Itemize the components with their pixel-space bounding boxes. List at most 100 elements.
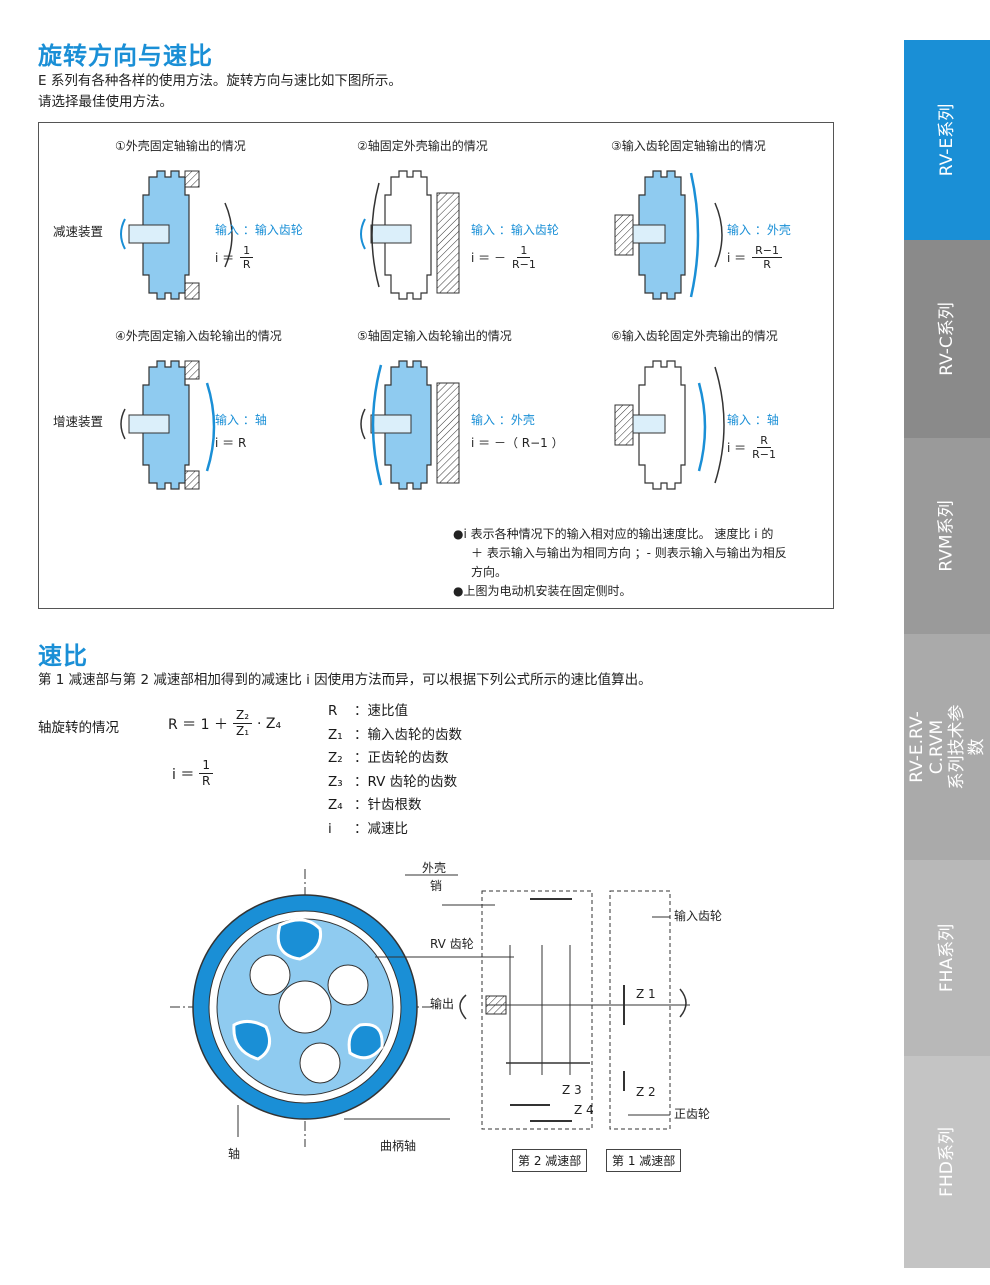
frac-num: 1: [240, 244, 254, 258]
legend-key: Z₁: [328, 726, 343, 743]
diagram-notes: ●i 表示各种情况下的输入相对应的输出速度比。 速度比 i 的 ＋ 表示输入与输…: [453, 525, 833, 601]
sidebar-tab-fha[interactable]: FHA系列: [904, 860, 990, 1056]
sidebar-tab-rv-e[interactable]: RV-E系列: [904, 40, 990, 240]
eq-r-prefix: R ＝ 1 ＋: [168, 716, 228, 733]
label-stage-2: 第 2 减速部: [512, 1149, 588, 1172]
legend-key: Z₂: [328, 750, 343, 766]
legend-value: ：输入齿轮的齿数: [354, 726, 462, 743]
legend-value: ：针齿根数: [354, 797, 422, 813]
frac-num: R−1: [752, 244, 783, 258]
eq-i-prefix: i ＝: [172, 766, 195, 783]
i-prefix: i ＝: [215, 251, 235, 265]
i-prefix: i ＝ －: [471, 251, 506, 265]
i-prefix: i ＝ －（ R−1 ）: [471, 436, 564, 450]
label-input-gear: 输入齿轮: [674, 909, 723, 923]
label-z4: Z 4: [574, 1103, 594, 1117]
eq-i-den: R: [201, 774, 211, 788]
note-1-line-3: 方向。: [471, 565, 508, 579]
legend-value: ：RV 齿轮的齿数: [354, 773, 458, 790]
section-desc-2: 请选择最佳使用方法。: [38, 94, 173, 110]
frac-den: R−1: [752, 448, 777, 461]
gear-structure-figure: 外壳 销 RV 齿轮 输出 轴 曲柄轴 输入齿轮 正齿轮 Z 1 Z 2 Z 3…: [150, 855, 750, 1185]
sidebar-tab-fhd[interactable]: FHD系列: [904, 1056, 990, 1268]
sidebar-tab-rvm[interactable]: RVM系列: [904, 438, 990, 634]
case-title: ②轴固定外壳输出的情况: [357, 139, 488, 153]
sidebar-tab-label: RVM系列: [937, 500, 957, 572]
case-title: ①外壳固定轴输出的情况: [115, 139, 246, 153]
reducer-diagram: [120, 170, 233, 300]
frac-den: R: [242, 258, 251, 271]
note-1-line-2: ＋ 表示输入与输出为相同方向 ；- 则表示输入与输出为相反: [471, 546, 787, 560]
legend-key: i: [328, 820, 332, 837]
case-4: ④外壳固定输入齿轮输出的情况 输入 ：轴 i ＝ R: [115, 327, 365, 507]
label-z2: Z 2: [636, 1085, 656, 1099]
legend-key: Z₄: [328, 797, 343, 813]
label-crankshaft: 曲柄轴: [380, 1139, 417, 1153]
label-housing: 外壳: [422, 861, 447, 875]
legend-row: R：速比值: [328, 700, 462, 724]
case-title: ④外壳固定输入齿轮输出的情况: [115, 329, 282, 343]
label-spur-gear: 正齿轮: [674, 1107, 711, 1121]
symbol-legend: R：速比值 Z₁ ：输入齿轮的齿数 Z₂ ：正齿轮的齿数 Z₃ ：RV 齿轮的齿数 Z…: [328, 700, 462, 841]
eq-r-suffix: · Z₄: [257, 715, 282, 732]
section-title-rotation: 旋转方向与速比: [38, 42, 213, 70]
label-output: 输出: [430, 997, 455, 1011]
label-stage-1: 第 1 减速部: [606, 1149, 682, 1172]
legend-row: i ：减速比: [328, 818, 462, 842]
legend-key: R: [328, 703, 338, 719]
case-title: ⑤轴固定输入齿轮输出的情况: [357, 329, 512, 343]
input-label: 输入 ：外壳: [727, 223, 791, 237]
sidebar-tab-label: RV-E.RV-C.RVM 系列技术参数: [907, 704, 987, 790]
reducer-diagram: [614, 360, 725, 490]
frac-den: R: [763, 258, 771, 271]
legend-row: Z₁ ：输入齿轮的齿数: [328, 724, 462, 748]
legend-value: ：正齿轮的齿数: [354, 750, 449, 766]
eq-r-den: Z₁: [236, 724, 250, 738]
input-label: 输入 ：外壳: [471, 413, 535, 427]
input-label: 输入 ：轴: [215, 413, 267, 427]
legend-row: Z₂ ：正齿轮的齿数: [328, 747, 462, 771]
eq-i-num: 1: [199, 758, 213, 774]
note-2: ●上图为电动机安装在固定侧时。: [453, 584, 632, 598]
legend-value: ：减速比: [354, 820, 408, 837]
label-z3: Z 3: [562, 1083, 582, 1097]
i-prefix: i ＝: [727, 251, 747, 265]
section-desc-ratio: 第 1 减速部与第 2 减速部相加得到的减速比 i 因使用方法而异，可以根据下列…: [38, 672, 652, 688]
case-title: ③输入齿轮固定轴输出的情况: [611, 139, 766, 153]
gear-cross-section: [170, 869, 690, 1147]
legend-key: Z₃: [328, 773, 343, 790]
frac-den: R−1: [511, 258, 536, 271]
sidebar-tab-label: RV-C系列: [937, 302, 957, 376]
legend-row: Z₃ ：RV 齿轮的齿数: [328, 771, 462, 795]
case-formula: 输入 ：轴 i ＝ R: [215, 411, 267, 451]
frac-num: R: [757, 434, 771, 448]
label-shaft: 轴: [228, 1147, 241, 1161]
note-1-line-1: ●i 表示各种情况下的输入相对应的输出速度比。 速度比 i 的: [453, 527, 774, 541]
section-desc-1: E 系列有各种各样的使用方法。旋转方向与速比如下图所示。: [38, 73, 402, 89]
section-title-ratio: 速比: [38, 642, 88, 670]
reducer-diagram: [614, 170, 723, 300]
case-formula: 输入 ：外壳 i ＝ －（ R−1 ）: [471, 411, 564, 451]
case-5: ⑤轴固定输入齿轮输出的情况 输入 ：外壳 i ＝ －（ R−1 ）: [357, 327, 607, 507]
legend-row: Z₄ ：针齿根数: [328, 794, 462, 818]
row-label-speedup: 增速装置: [53, 414, 104, 429]
label-z1: Z 1: [636, 987, 656, 1001]
i-prefix: i ＝ R: [215, 436, 247, 450]
sidebar-tab-rv-c[interactable]: RV-C系列: [904, 240, 990, 438]
sidebar-tab-label: RV-E系列: [937, 103, 957, 177]
label-pin: 销: [430, 879, 443, 893]
sidebar-tab-specs[interactable]: RV-E.RV-C.RVM 系列技术参数: [904, 634, 990, 860]
reducer-diagram: [360, 360, 460, 490]
input-label: 输入 ：输入齿轮: [215, 223, 303, 237]
